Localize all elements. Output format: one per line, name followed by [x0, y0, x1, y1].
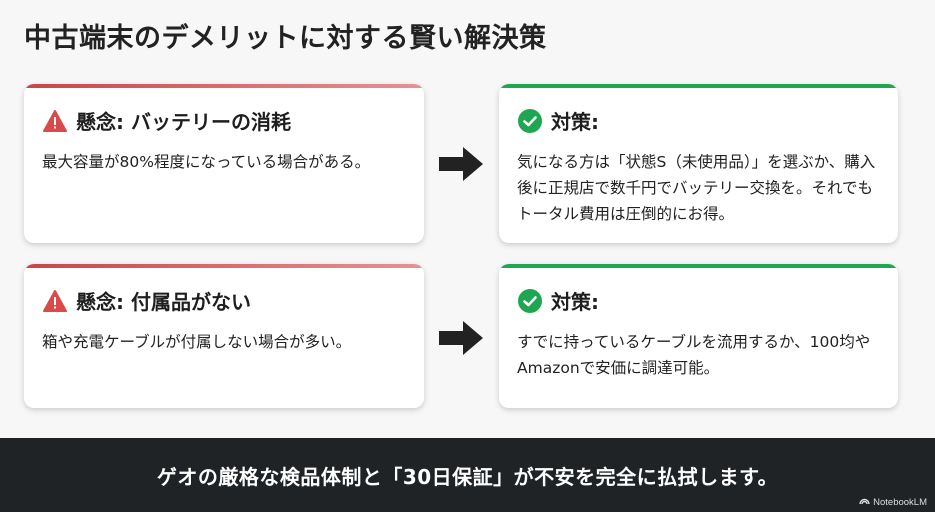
arrow-right-icon: [439, 147, 483, 181]
warning-icon: [42, 288, 68, 314]
solution-card-accessories: 対策: すでに持っているケーブルを流用するか、100均やAmazonで安価に調達…: [499, 264, 898, 408]
notebooklm-logo-icon: [859, 496, 870, 508]
concern-title: 懸念: 付属品がない: [76, 290, 251, 314]
solution-text: 気になる方は「状態S（未使用品）」を選ぶか、購入後に正規店で数千円でバッテリー交…: [517, 153, 876, 223]
warning-icon: [42, 108, 68, 134]
check-circle-icon: [517, 108, 543, 134]
concern-text: 箱や充電ケーブルが付属しない場合が多い。: [42, 333, 352, 351]
page-title: 中古端末のデメリットに対する賢い解決策: [24, 23, 547, 54]
concern-card-accessories: 懸念: 付属品がない 箱や充電ケーブルが付属しない場合が多い。: [24, 264, 424, 408]
concern-title: 懸念: バッテリーの消耗: [76, 110, 291, 134]
solution-title: 対策:: [551, 290, 599, 314]
concern-card-battery: 懸念: バッテリーの消耗 最大容量が80%程度になっている場合がある。: [24, 84, 424, 243]
footer-text: ゲオの厳格な検品体制と「30日保証」が不安を完全に払拭します。: [156, 464, 779, 489]
solution-title: 対策:: [551, 110, 599, 134]
brand-name: NotebookLM: [873, 496, 927, 508]
solution-card-battery: 対策: 気になる方は「状態S（未使用品）」を選ぶか、購入後に正規店で数千円でバッ…: [499, 84, 898, 243]
check-circle-icon: [517, 288, 543, 314]
concern-text: 最大容量が80%程度になっている場合がある。: [42, 153, 371, 171]
footer-banner: ゲオの厳格な検品体制と「30日保証」が不安を完全に払拭します。 Notebook…: [0, 438, 935, 512]
arrow-right-icon: [439, 321, 483, 355]
solution-text: すでに持っているケーブルを流用するか、100均やAmazonで安価に調達可能。: [517, 333, 871, 377]
brand-watermark: NotebookLM: [859, 496, 927, 508]
